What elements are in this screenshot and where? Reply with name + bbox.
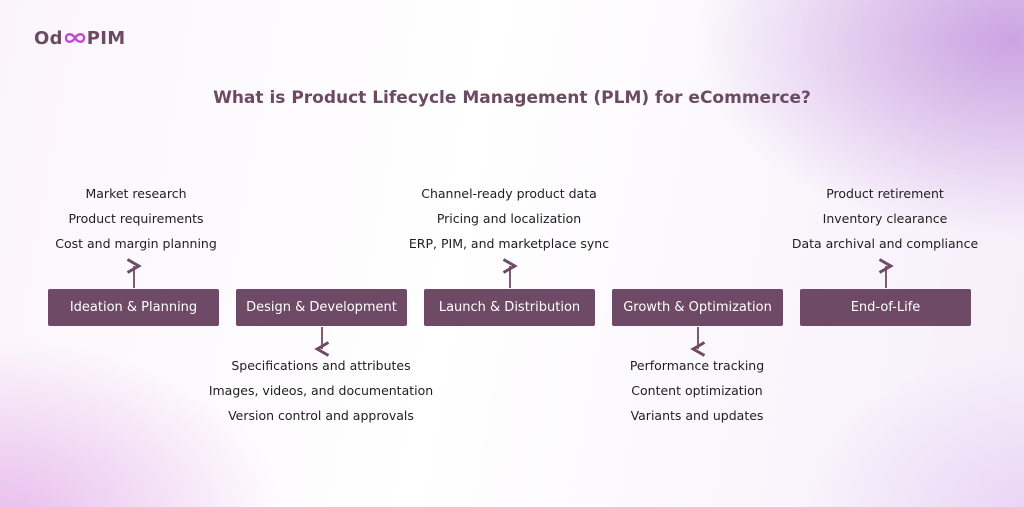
logo-text-left: Od — [34, 27, 63, 49]
logo-text-right: PIM — [86, 27, 126, 49]
detail-item: Cost and margin planning — [55, 236, 217, 251]
logo: Od PIM — [34, 26, 126, 50]
detail-item: Variants and updates — [630, 408, 764, 423]
stage-details-design-development: Specifications and attributes Images, vi… — [191, 353, 451, 428]
stage-end-of-life: End-of-Life — [800, 289, 971, 326]
detail-item: Performance tracking — [629, 358, 765, 373]
stage-ideation-planning: Ideation & Planning — [48, 289, 219, 326]
stage-design-development: Design & Development — [236, 289, 407, 326]
stage-details-growth-optimization: Performance tracking Content optimizatio… — [567, 353, 827, 428]
stage-details-launch-distribution: Channel-ready product data Pricing and l… — [379, 181, 639, 256]
infinity-icon — [64, 33, 85, 43]
stage-details-ideation-planning: Market research Product requirements Cos… — [6, 181, 266, 256]
detail-item: Market research — [85, 186, 187, 201]
detail-item: Images, videos, and documentation — [208, 383, 434, 398]
detail-item: Product requirements — [68, 211, 204, 226]
detail-item: Product retirement — [826, 186, 944, 201]
detail-item: Inventory clearance — [822, 211, 948, 226]
stage-growth-optimization: Growth & Optimization — [612, 289, 783, 326]
page-title: What is Product Lifecycle Management (PL… — [213, 88, 811, 108]
stage-details-end-of-life: Product retirement Inventory clearance D… — [755, 181, 1015, 256]
detail-item: Specifications and attributes — [231, 358, 411, 373]
detail-item: Version control and approvals — [228, 408, 414, 423]
detail-item: Content optimization — [631, 383, 763, 398]
stage-launch-distribution: Launch & Distribution — [424, 289, 595, 326]
detail-item: Pricing and localization — [436, 211, 582, 226]
detail-item: Channel-ready product data — [421, 186, 597, 201]
detail-item: ERP, PIM, and marketplace sync — [408, 236, 610, 251]
detail-item: Data archival and compliance — [791, 236, 979, 251]
